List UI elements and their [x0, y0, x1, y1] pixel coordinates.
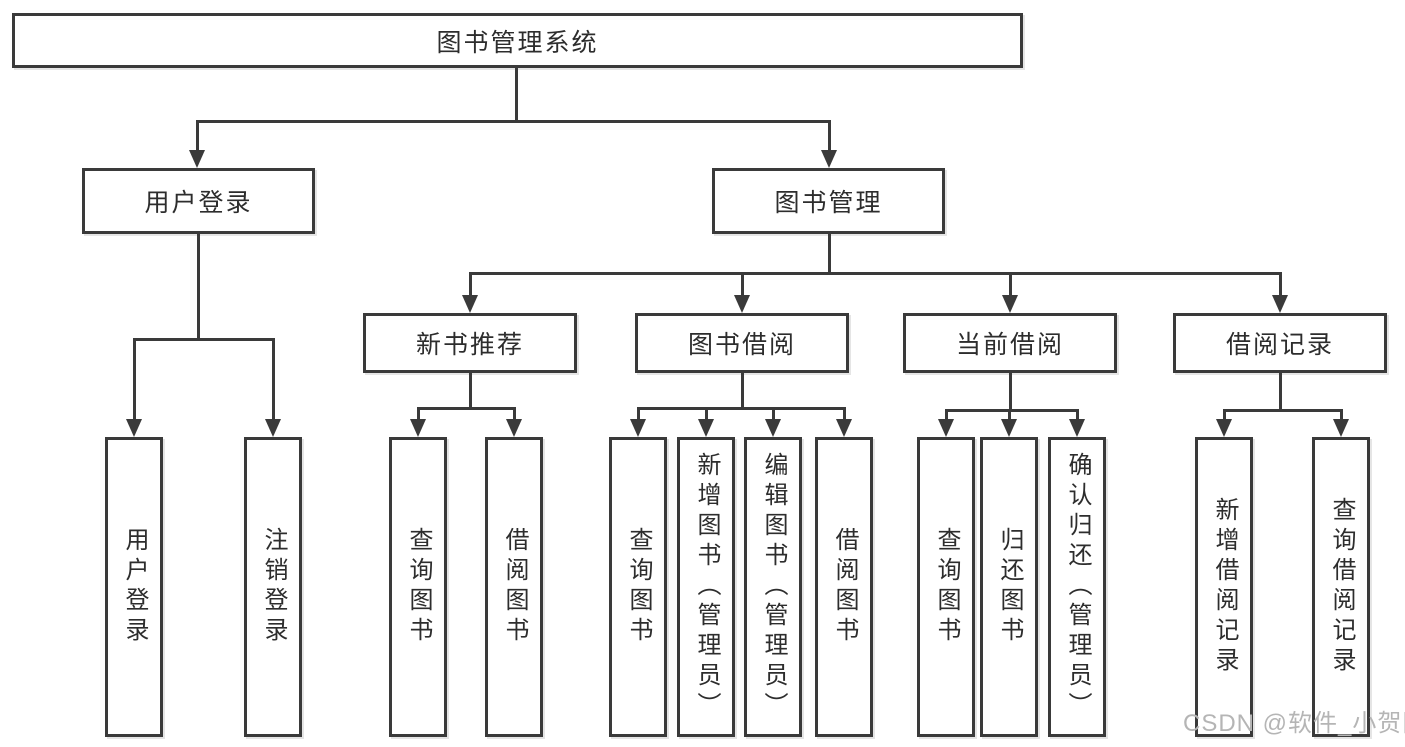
- edge-to-leaf-logout: [272, 338, 275, 419]
- edge-group0-drop: [469, 373, 472, 407]
- arrowhead-icon: [506, 419, 522, 437]
- arrowhead-icon: [1069, 419, 1085, 437]
- arrowhead-icon: [734, 295, 750, 313]
- arrowhead-icon: [462, 295, 478, 313]
- edge-group0-leaf0: [417, 407, 420, 419]
- leaf-user-login: 用户登录: [105, 437, 163, 737]
- arrowhead-icon: [1001, 419, 1017, 437]
- node-user-login: 用户登录: [82, 168, 315, 234]
- edge-to-new-book-recommend: [469, 272, 472, 295]
- leaf-add-borrow-record: 新增借阅记录: [1195, 437, 1253, 737]
- edge-group2-leaf2: [1076, 409, 1079, 419]
- edge-level2-bus: [469, 272, 1282, 275]
- edge-group1-leaf1: [705, 407, 708, 419]
- leaf-add-book-admin: 新增图书（管理员）: [677, 437, 735, 737]
- leaf-borrow-books-borrowing: 借阅图书: [815, 437, 873, 737]
- edge-group0-leaf1: [513, 407, 516, 419]
- edge-user-login-drop: [197, 234, 200, 338]
- node-book-management: 图书管理: [712, 168, 945, 234]
- edge-group1-leaf2: [772, 407, 775, 419]
- edge-to-book-management: [828, 120, 831, 150]
- edge-level1-bus: [196, 120, 831, 123]
- leaf-query-borrow-record: 查询借阅记录: [1312, 437, 1370, 737]
- edge-group3-bus: [1223, 409, 1343, 412]
- edge-group2-leaf1: [1008, 409, 1011, 419]
- node-borrowing-records: 借阅记录: [1173, 313, 1387, 373]
- edge-to-book-borrowing: [741, 272, 744, 295]
- edge-to-user-login: [196, 120, 199, 150]
- leaf-return-books: 归还图书: [980, 437, 1038, 737]
- arrowhead-icon: [821, 150, 837, 168]
- node-book-borrowing: 图书借阅: [635, 313, 849, 373]
- edge-group1-leaf0: [637, 407, 640, 419]
- arrowhead-icon: [189, 150, 205, 168]
- arrowhead-icon: [630, 419, 646, 437]
- edge-group3-leaf0: [1223, 409, 1226, 419]
- edge-group3-leaf1: [1340, 409, 1343, 419]
- arrowhead-icon: [698, 419, 714, 437]
- leaf-logout: 注销登录: [244, 437, 302, 737]
- edge-root-drop: [515, 68, 518, 120]
- node-new-book-recommend: 新书推荐: [363, 313, 577, 373]
- arrowhead-icon: [1002, 295, 1018, 313]
- arrowhead-icon: [1272, 295, 1288, 313]
- edge-group2-leaf0: [945, 409, 948, 419]
- edge-group2-bus: [945, 409, 1079, 412]
- arrowhead-icon: [410, 419, 426, 437]
- edge-group1-leaf3: [843, 407, 846, 419]
- leaf-confirm-return-admin: 确认归还（管理员）: [1048, 437, 1106, 737]
- arrowhead-icon: [265, 419, 281, 437]
- leaf-edit-book-admin: 编辑图书（管理员）: [744, 437, 802, 737]
- leaf-query-books-borrowing: 查询图书: [609, 437, 667, 737]
- edge-to-borrowing-records: [1279, 272, 1282, 295]
- node-library-management-system: 图书管理系统: [12, 13, 1023, 68]
- leaf-query-books-current: 查询图书: [917, 437, 975, 737]
- edge-book-mgmt-drop: [828, 234, 831, 272]
- edge-user-login-bus: [133, 338, 274, 341]
- arrowhead-icon: [765, 419, 781, 437]
- edge-group2-drop: [1009, 373, 1012, 409]
- arrowhead-icon: [938, 419, 954, 437]
- node-current-borrowing: 当前借阅: [903, 313, 1117, 373]
- arrowhead-icon: [1216, 419, 1232, 437]
- leaf-borrow-books-recommend: 借阅图书: [485, 437, 543, 737]
- leaf-query-books-recommend: 查询图书: [389, 437, 447, 737]
- edge-to-leaf-user-login: [133, 338, 136, 419]
- edge-group0-bus: [417, 407, 516, 410]
- arrowhead-icon: [1333, 419, 1349, 437]
- arrowhead-icon: [126, 419, 142, 437]
- edge-group3-drop: [1279, 373, 1282, 409]
- edge-group1-bus: [637, 407, 845, 410]
- arrowhead-icon: [836, 419, 852, 437]
- edge-to-current-borrowing: [1009, 272, 1012, 295]
- edge-group1-drop: [741, 373, 744, 407]
